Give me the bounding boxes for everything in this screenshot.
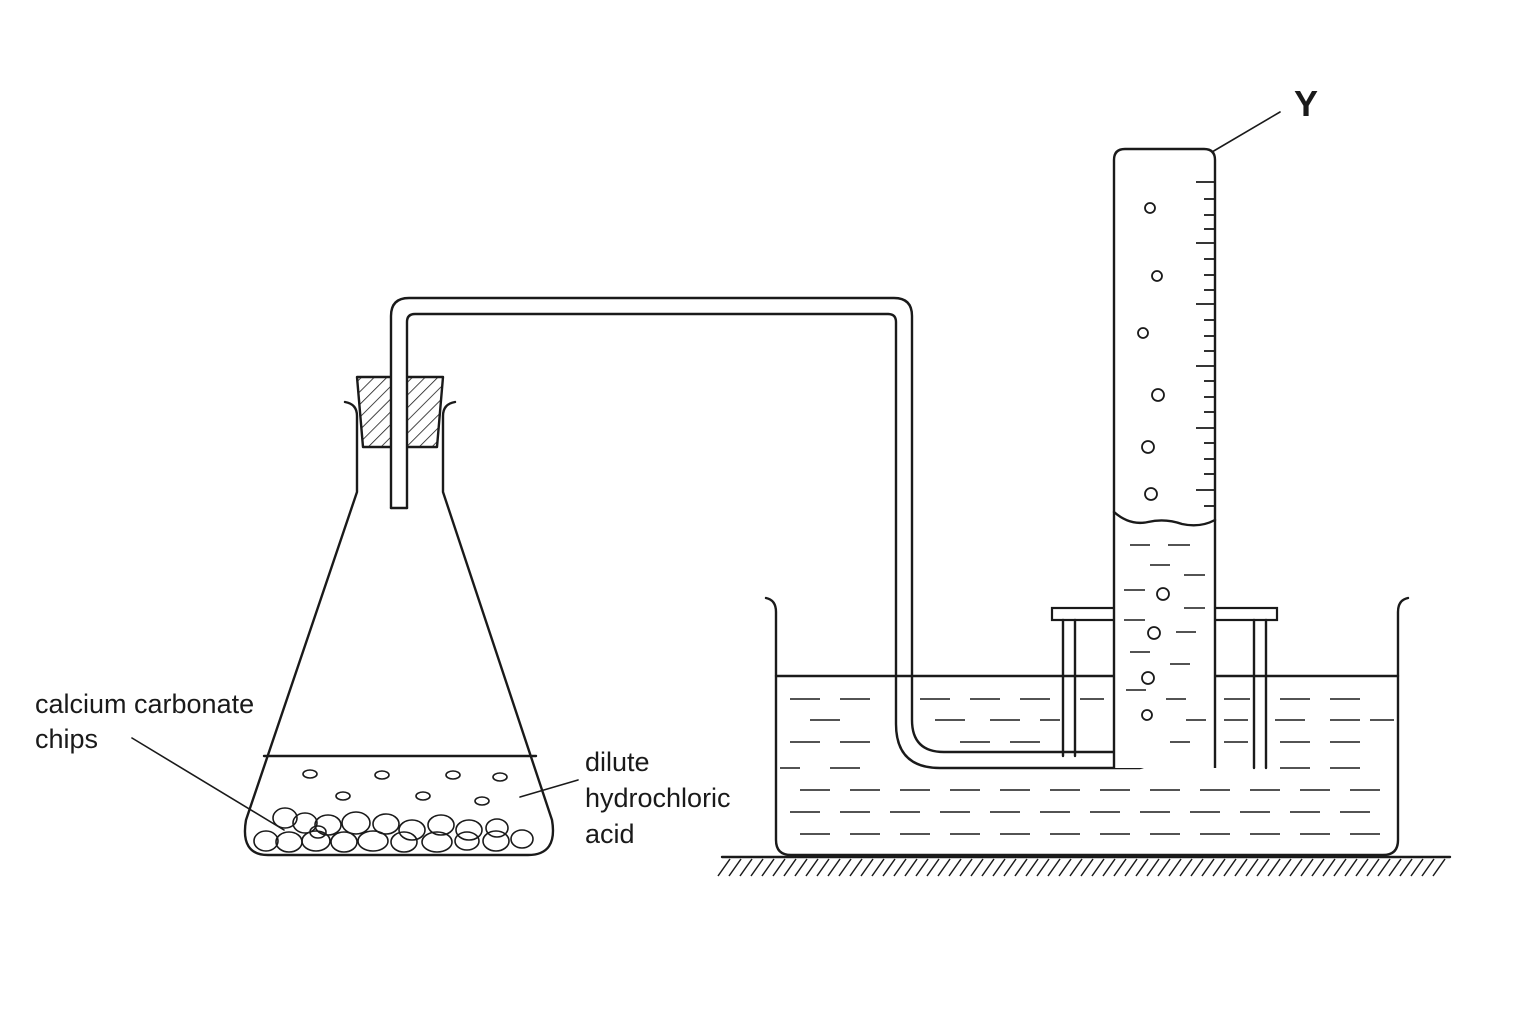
- acid-leader-line: [519, 779, 579, 798]
- cylinder-scale: [1196, 181, 1215, 507]
- chips-label-line1: calcium carbonate: [35, 689, 254, 719]
- acid-label-line3: acid: [585, 819, 635, 849]
- water-dashes: [780, 698, 1394, 835]
- label-group-acid: dilute hydrochloric acid: [519, 747, 731, 849]
- delivery-tube: [389, 296, 1158, 770]
- cylinder-leader-line: [1211, 111, 1281, 153]
- calcium-carbonate-chips: [253, 807, 534, 853]
- chips-leader-line: [131, 737, 285, 831]
- gas-bubbles: [1137, 202, 1170, 721]
- cylinder-label: Y: [1294, 83, 1318, 124]
- measuring-cylinder: [1112, 147, 1217, 768]
- cylinder-water-dashes: [1124, 544, 1206, 743]
- acid-label-line2: hydrochloric: [585, 783, 731, 813]
- acid-label-line1: dilute: [585, 747, 650, 777]
- bench: [717, 855, 1452, 877]
- label-group-cylinder: Y: [1211, 83, 1318, 153]
- acid-bubbles: [302, 769, 508, 806]
- chips-label-line2: chips: [35, 724, 98, 754]
- water-trough: [764, 596, 1410, 857]
- label-group-chips: calcium carbonate chips: [35, 689, 285, 831]
